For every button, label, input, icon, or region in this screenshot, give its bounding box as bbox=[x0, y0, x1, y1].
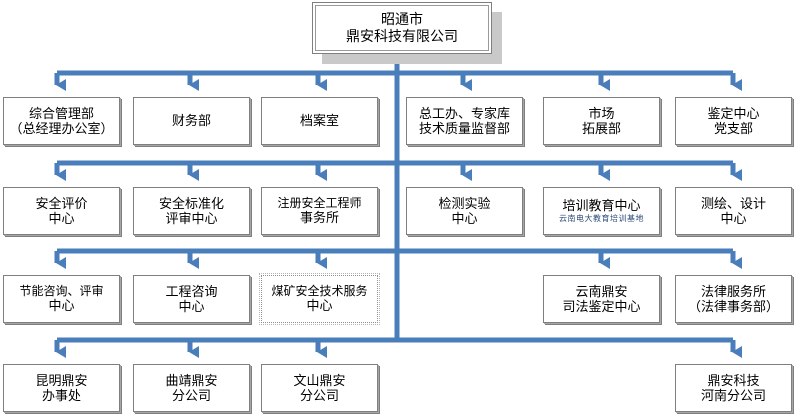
node-testing-laboratory-center[interactable]: 检测实验 中心 bbox=[406, 187, 523, 235]
node-qujing-dingan-branch[interactable]: 曲靖鼎安 分公司 bbox=[133, 364, 250, 412]
node-appraisal-center-party-branch[interactable]: 鉴定中心 党支部 bbox=[675, 97, 792, 145]
node-archives[interactable]: 档案室 bbox=[261, 97, 378, 145]
node-line: 检测实验 bbox=[438, 195, 491, 211]
node-safety-standardization-review-center[interactable]: 安全标准化 评审中心 bbox=[133, 187, 250, 235]
node-line: 财务部 bbox=[171, 113, 211, 129]
node-line: 培训教育中心 bbox=[562, 198, 641, 214]
node-sublabel: 云南电大教育培训基地 bbox=[559, 214, 644, 224]
node-line: 鼎安科技 bbox=[707, 372, 760, 388]
node-kunming-dingan-office[interactable]: 昆明鼎安 办事处 bbox=[3, 364, 120, 412]
node-registered-safety-engineer-office[interactable]: 注册安全工程师 事务所 bbox=[261, 187, 378, 235]
node-line: （法律事务部） bbox=[687, 299, 779, 314]
node-line: 评审中心 bbox=[165, 211, 218, 226]
node-dingan-tech-henan-branch[interactable]: 鼎安科技 河南分公司 bbox=[675, 364, 792, 412]
node-line: 安全标准化 bbox=[158, 195, 224, 211]
root-node-line-2: 鼎安科技有限公司 bbox=[346, 28, 458, 44]
node-line: 安全评价 bbox=[35, 195, 88, 211]
node-line: 总工办、专家库 bbox=[418, 105, 510, 121]
node-finance[interactable]: 财务部 bbox=[133, 97, 250, 145]
node-training-education-center[interactable]: 培训教育中心 云南电大教育培训基地 bbox=[543, 187, 660, 235]
node-line: 中心 bbox=[451, 211, 478, 226]
node-comprehensive-management[interactable]: 综合管理部 （总经理办公室） bbox=[3, 97, 120, 145]
node-line: 昆明鼎安 bbox=[35, 372, 88, 388]
node-line: 文山鼎安 bbox=[293, 372, 346, 388]
node-line: 综合管理部 bbox=[28, 105, 94, 121]
node-line: 中心 bbox=[178, 299, 205, 314]
node-line: 节能咨询、评审 bbox=[19, 284, 104, 299]
node-safety-evaluation-center[interactable]: 安全评价 中心 bbox=[3, 187, 120, 235]
node-chief-engineer-expert-db[interactable]: 总工办、专家库 技术质量监督部 bbox=[406, 97, 523, 145]
node-line: 拓展部 bbox=[581, 121, 621, 136]
node-line: 中心 bbox=[48, 298, 75, 314]
node-line: 分公司 bbox=[171, 388, 211, 403]
node-line: 市场 bbox=[588, 105, 615, 121]
node-line: 曲靖鼎安 bbox=[165, 372, 218, 388]
node-line: 档案室 bbox=[299, 113, 339, 129]
node-engineering-consulting-center[interactable]: 工程咨询 中心 bbox=[133, 275, 250, 323]
node-coal-mine-safety-tech-service-center[interactable]: 煤矿安全技术服务 中心 bbox=[259, 273, 380, 325]
node-line: 注册安全工程师 bbox=[277, 196, 362, 211]
node-line: 中心 bbox=[720, 211, 747, 226]
node-line: 中心 bbox=[306, 298, 333, 314]
node-line: 工程咨询 bbox=[165, 283, 218, 299]
node-line: 中心 bbox=[48, 211, 75, 226]
root-node[interactable]: 昭通市 鼎安科技有限公司 bbox=[312, 2, 492, 54]
node-line: 技术质量监督部 bbox=[418, 121, 510, 136]
node-line: 鉴定中心 bbox=[707, 105, 760, 121]
root-node-line-1: 昭通市 bbox=[381, 11, 423, 28]
node-line: 河南分公司 bbox=[700, 388, 766, 403]
node-line: 法律服务所 bbox=[700, 283, 766, 299]
node-legal-service-office[interactable]: 法律服务所 （法律事务部） bbox=[675, 275, 792, 323]
node-line: （总经理办公室） bbox=[9, 121, 114, 136]
node-line: 煤矿安全技术服务 bbox=[271, 284, 368, 299]
node-line: 云南鼎安 bbox=[575, 283, 628, 299]
node-line: 党支部 bbox=[713, 121, 753, 136]
node-line: 测绘、设计 bbox=[700, 195, 766, 211]
node-wenshan-dingan-branch[interactable]: 文山鼎安 分公司 bbox=[261, 364, 378, 412]
node-energy-saving-consulting-review-center[interactable]: 节能咨询、评审 中心 bbox=[3, 275, 120, 323]
node-line: 分公司 bbox=[299, 388, 339, 403]
node-line: 事务所 bbox=[299, 210, 339, 226]
node-line: 司法鉴定中心 bbox=[562, 299, 641, 314]
node-market-development[interactable]: 市场 拓展部 bbox=[543, 97, 660, 145]
node-surveying-design-center[interactable]: 测绘、设计 中心 bbox=[675, 187, 792, 235]
node-line: 办事处 bbox=[41, 388, 81, 403]
node-yunnan-dingan-judicial-appraisal-center[interactable]: 云南鼎安 司法鉴定中心 bbox=[543, 275, 660, 323]
